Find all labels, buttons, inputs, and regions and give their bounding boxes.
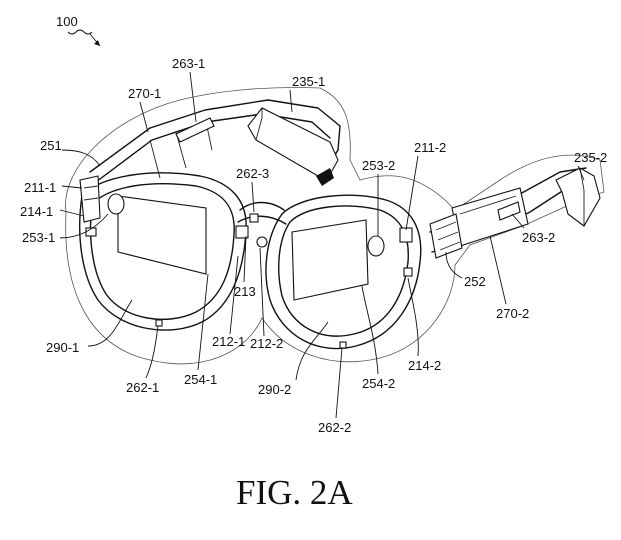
label-263-1: 263-1 [172, 56, 205, 71]
reference-100: 100 [56, 14, 78, 29]
left-lens-assembly [79, 172, 247, 331]
figure-reference: 100 [56, 14, 101, 47]
outer-housing-outline [65, 87, 605, 365]
label-235-1: 235-1 [292, 74, 325, 89]
figure-caption: FIG. 2A [236, 473, 353, 512]
label-213: 213 [234, 284, 256, 299]
label-263-2: 263-2 [522, 230, 555, 245]
label-270-2: 270-2 [496, 306, 529, 321]
label-212-2: 212-2 [250, 336, 283, 351]
bridge [235, 201, 287, 248]
label-262-3: 262-3 [236, 166, 269, 181]
label-252: 252 [464, 274, 486, 289]
reference-labels: 270-1 263-1 235-1 251 262-3 253-2 211-2 … [20, 56, 607, 435]
label-214-2: 214-2 [408, 358, 441, 373]
label-211-1: 211-1 [24, 180, 56, 195]
label-211-2: 211-2 [414, 140, 446, 155]
label-212-1: 212-1 [212, 334, 245, 349]
leader-lines [59, 71, 585, 419]
right-temple [429, 167, 601, 259]
label-290-2: 290-2 [258, 382, 291, 397]
label-235-2: 235-2 [574, 150, 607, 165]
label-253-2: 253-2 [362, 158, 395, 173]
label-254-1: 254-1 [184, 372, 217, 387]
label-290-1: 290-1 [46, 340, 79, 355]
label-251: 251 [40, 138, 62, 153]
label-253-1: 253-1 [22, 230, 55, 245]
left-temple [89, 99, 341, 186]
label-254-2: 254-2 [362, 376, 395, 391]
label-214-1: 214-1 [20, 204, 53, 219]
label-270-1: 270-1 [128, 86, 161, 101]
label-262-1: 262-1 [126, 380, 159, 395]
label-262-2: 262-2 [318, 420, 351, 435]
right-lens-assembly [265, 194, 422, 350]
